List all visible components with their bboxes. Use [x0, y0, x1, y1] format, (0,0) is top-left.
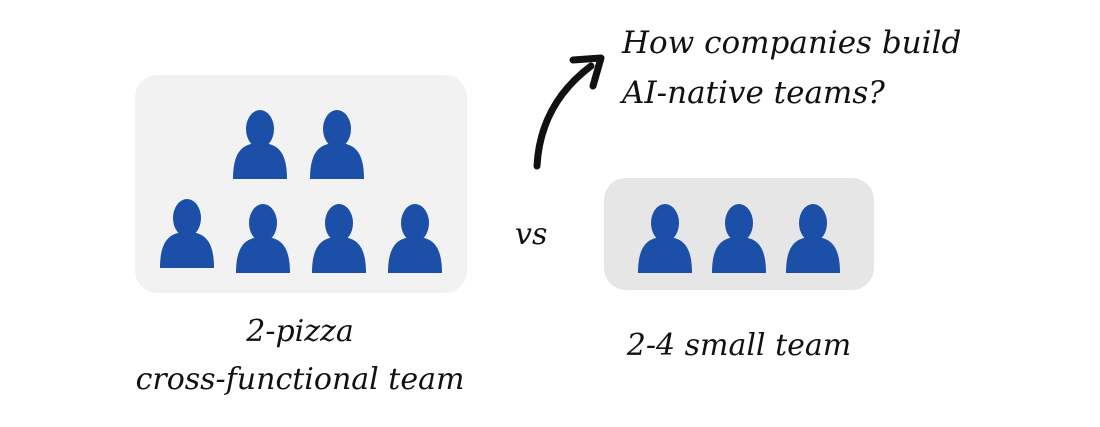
curved-arrow-icon [533, 54, 605, 170]
vs-label: vs [515, 217, 548, 252]
person-shape [312, 204, 366, 273]
person-icon [308, 109, 366, 181]
person-shape [236, 204, 290, 273]
small-team-label: 2-4 small team [626, 328, 852, 363]
big-team-label-line-2: cross-functional team [135, 362, 465, 397]
big-team-box [135, 75, 467, 293]
person-icon [158, 198, 216, 270]
person-shape [638, 204, 692, 273]
person-icon [310, 203, 368, 275]
person-shape [160, 199, 214, 268]
question-line-2: AI-native teams? [622, 75, 885, 111]
person-icon [710, 203, 768, 275]
big-team-label-line-1: 2-pizza [246, 314, 354, 349]
question-line-1: How companies build [622, 25, 962, 61]
small-team-box [604, 178, 874, 290]
person-shape [310, 110, 364, 179]
person-shape [233, 110, 287, 179]
person-icon [784, 203, 842, 275]
person-icon [386, 203, 444, 275]
person-icon [636, 203, 694, 275]
person-shape [712, 204, 766, 273]
person-icon [231, 109, 289, 181]
person-shape [388, 204, 442, 273]
person-shape [786, 204, 840, 273]
person-icon [234, 203, 292, 275]
